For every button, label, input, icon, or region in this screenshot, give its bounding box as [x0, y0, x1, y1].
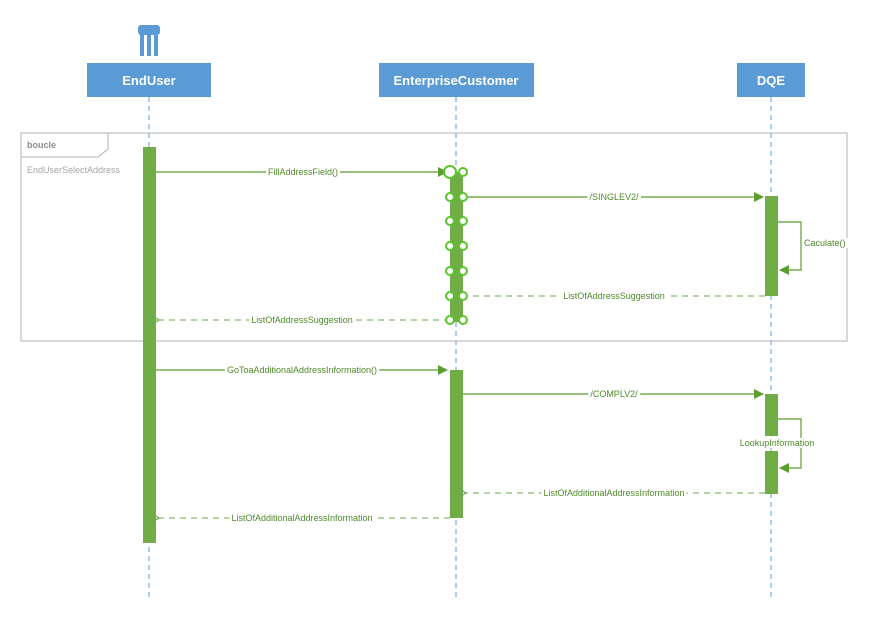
frame-kind-label: boucle	[27, 140, 56, 150]
actor-icon	[138, 25, 160, 56]
selection-handle[interactable]	[458, 315, 468, 325]
message-label: ListOfAdditionalAddressInformation	[543, 488, 684, 498]
selection-handle[interactable]	[445, 192, 455, 202]
message-return-address-suggestion-2[interactable]: ListOfAddressSuggestion	[159, 315, 450, 325]
label-background	[541, 488, 687, 498]
selection-handle[interactable]	[445, 241, 455, 251]
selection-handle[interactable]	[458, 241, 468, 251]
lifeline-label-dqe: DQE	[757, 73, 786, 88]
message-singlev2[interactable]: /SINGLEV2/	[463, 192, 764, 202]
message-fill-address-field[interactable]: FillAddressField()	[156, 167, 448, 177]
label-background	[802, 238, 848, 248]
message-label: /COMPLV2/	[590, 389, 638, 399]
selection-handle[interactable]	[445, 291, 455, 301]
selection-handle[interactable]	[458, 167, 468, 177]
label-background	[588, 389, 641, 399]
loop-frame: boucle EndUserSelectAddress	[20, 132, 848, 342]
label-background	[265, 167, 341, 177]
frame-guard-label: EndUserSelectAddress	[27, 165, 121, 175]
activation-dqe-1	[765, 196, 778, 296]
lifeline-head-dqe[interactable]: DQE	[737, 63, 805, 97]
label-background	[249, 315, 355, 325]
message-label: FillAddressField()	[268, 167, 338, 177]
selection-handle[interactable]	[443, 165, 457, 179]
label-background	[561, 291, 667, 301]
message-label: ListOfAdditionalAddressInformation	[231, 513, 372, 523]
selection-handle[interactable]	[445, 315, 455, 325]
selection-handles[interactable]	[443, 165, 468, 325]
message-return-additional-info-1[interactable]: ListOfAdditionalAddressInformation	[466, 488, 765, 498]
selection-handle[interactable]	[458, 291, 468, 301]
selection-handle[interactable]	[458, 266, 468, 276]
message-calculate-self[interactable]: Caculate()	[778, 221, 848, 275]
selection-handle[interactable]	[458, 192, 468, 202]
label-background	[224, 365, 380, 375]
label-background	[229, 513, 375, 523]
message-return-address-suggestion-1[interactable]: ListOfAddressSuggestion	[466, 291, 765, 301]
message-return-additional-info-2[interactable]: ListOfAdditionalAddressInformation	[159, 513, 450, 523]
selection-handle[interactable]	[445, 266, 455, 276]
activation-dqe-2b	[765, 451, 778, 494]
selection-handle[interactable]	[458, 216, 468, 226]
activation-dqe-2a	[765, 394, 778, 436]
lifeline-head-enterprise[interactable]: EnterpriseCustomer	[379, 63, 534, 97]
selection-handle[interactable]	[445, 216, 455, 226]
message-goto-additional-address-information[interactable]: GoToaAdditionalAddressInformation()	[156, 365, 448, 375]
message-complv2[interactable]: /COMPLV2/	[463, 389, 764, 399]
label-background	[587, 192, 642, 202]
message-label: ListOfAddressSuggestion	[251, 315, 353, 325]
message-label: Caculate()	[804, 238, 846, 248]
message-label: GoToaAdditionalAddressInformation()	[227, 365, 377, 375]
message-label: ListOfAddressSuggestion	[563, 291, 665, 301]
lifeline-head-enduser[interactable]: EndUser	[87, 63, 211, 97]
message-label: /SINGLEV2/	[589, 192, 639, 202]
lifeline-label-enterprise: EnterpriseCustomer	[394, 73, 519, 88]
label-background	[737, 438, 817, 448]
message-lookup-information-self[interactable]: LookupInformation	[737, 418, 817, 473]
lifeline-label-enduser: EndUser	[122, 73, 175, 88]
message-label: LookupInformation	[740, 438, 815, 448]
activation-enterprise-1	[450, 172, 463, 322]
activation-enduser	[143, 147, 156, 543]
activation-enterprise-2	[450, 370, 463, 518]
